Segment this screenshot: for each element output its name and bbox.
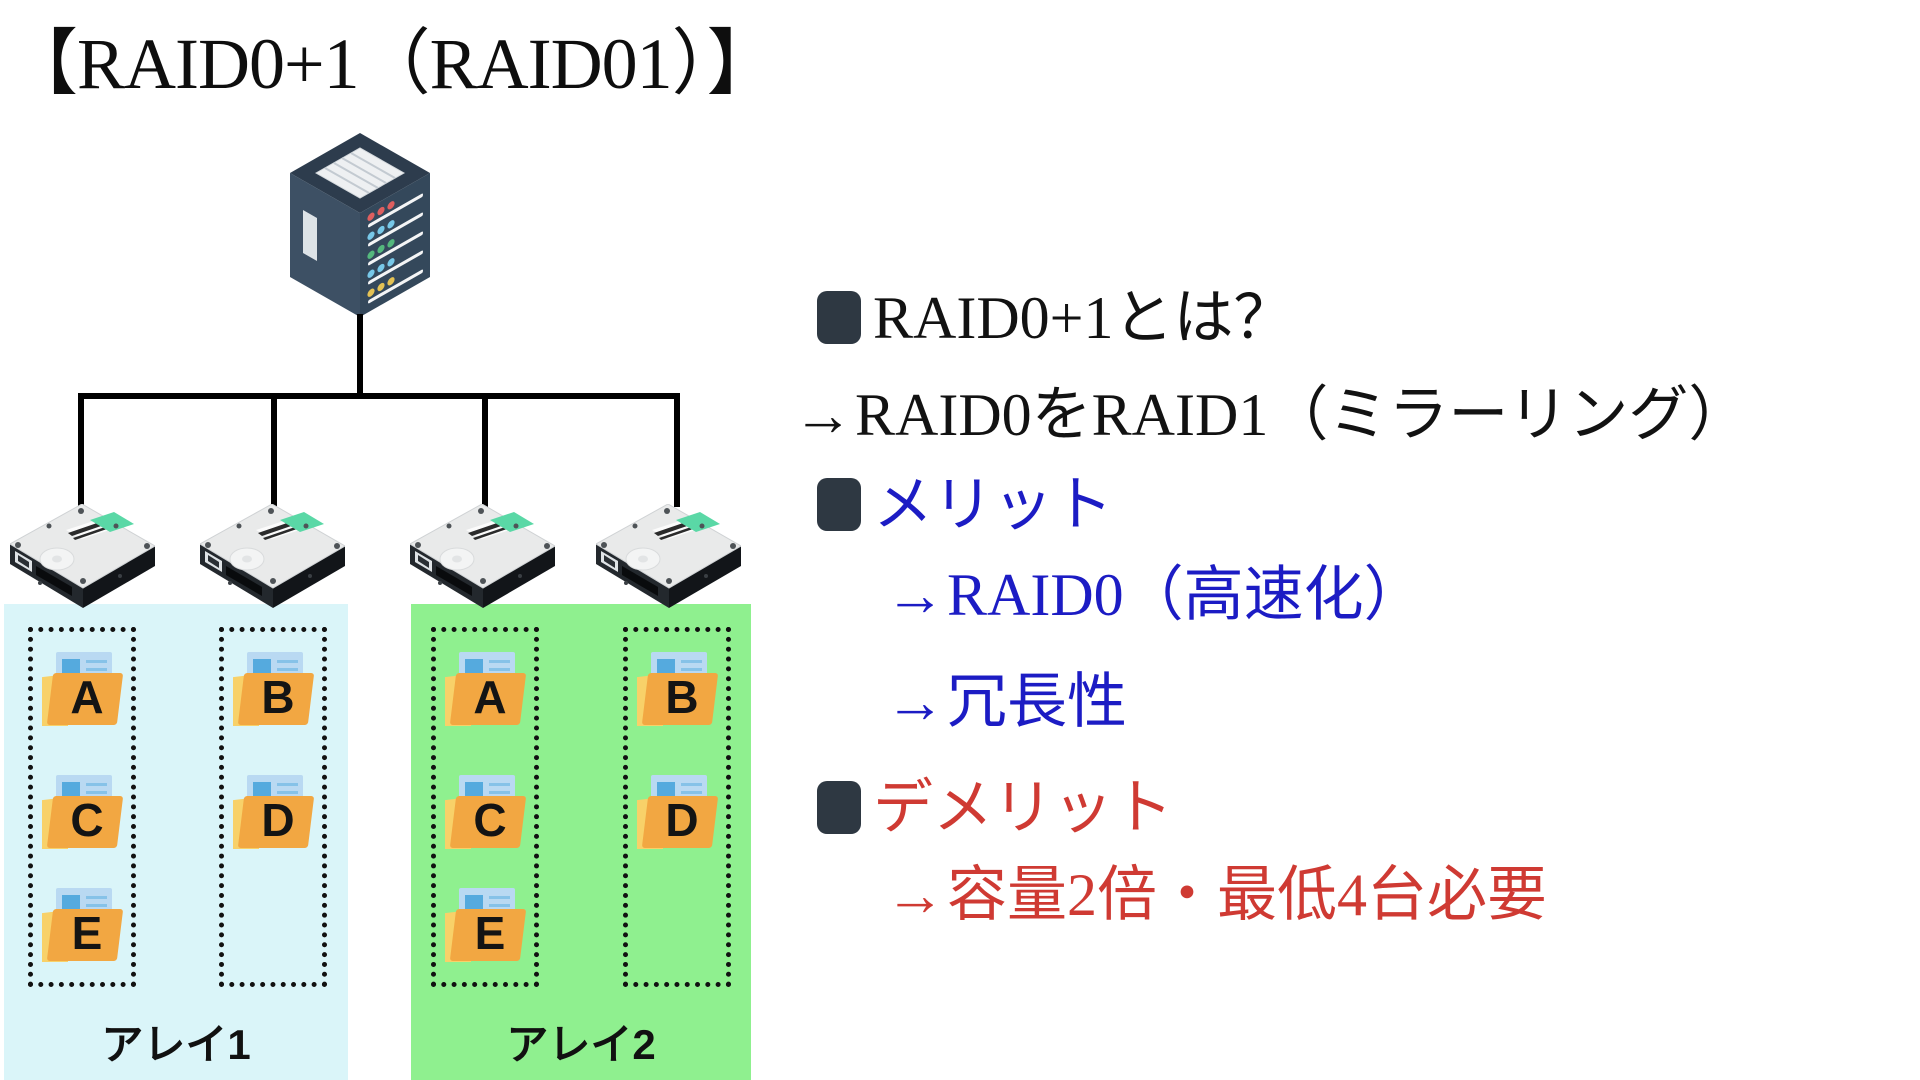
hdd-icon xyxy=(410,504,555,608)
folder-icon: A xyxy=(445,652,527,726)
folder-letter: E xyxy=(71,907,103,959)
folder-icon: B xyxy=(233,652,315,726)
folder-icon: E xyxy=(445,888,527,962)
folder-letter: A xyxy=(473,671,507,723)
tree-line-drop xyxy=(482,397,488,507)
tree-line-stem xyxy=(357,314,363,397)
array2-stripe-box-2: B D xyxy=(623,627,731,987)
tree-line-drop xyxy=(674,397,680,507)
bullet-square-icon xyxy=(817,291,861,344)
tree-line-drop xyxy=(78,397,84,507)
tree-line-drop xyxy=(271,397,277,507)
server-icon xyxy=(290,133,430,317)
note-what-is: RAID0+1とは？ xyxy=(817,283,1294,353)
bullet-square-icon xyxy=(817,781,861,834)
folder-letter: B xyxy=(665,671,699,723)
folder-icon: D xyxy=(233,775,315,849)
folder-icon: E xyxy=(42,888,124,962)
arrow-glyph: → xyxy=(793,382,853,448)
note-merit-heading: メリット xyxy=(817,470,1113,540)
folder-letter: A xyxy=(70,671,104,723)
folder-letter: D xyxy=(261,794,295,846)
array1-stripe-box-1: A C E xyxy=(28,627,136,987)
hdd-icon xyxy=(10,504,155,608)
folder-icon: A xyxy=(42,652,124,726)
folder-icon: D xyxy=(637,775,719,849)
bullet-square-icon xyxy=(817,478,861,531)
arrow-glyph: → xyxy=(885,669,945,735)
array1-label: アレイ1 xyxy=(101,1021,251,1068)
array1-stripe-box-2: B D xyxy=(219,627,327,987)
arrow-glyph: → xyxy=(885,562,945,628)
array2-label: アレイ2 xyxy=(506,1021,656,1068)
note-definition: →RAID0をRAID1（ミラーリング） xyxy=(793,382,1749,448)
folder-icon: C xyxy=(445,775,527,849)
arrow-glyph: → xyxy=(885,862,945,928)
array2-stripe-box-1: A C E xyxy=(431,627,539,987)
folder-letter: C xyxy=(473,794,507,846)
note-merit-1: →RAID0（高速化） xyxy=(885,562,1424,628)
folder-letter: C xyxy=(70,794,104,846)
folder-icon: B xyxy=(637,652,719,726)
page-title: 【RAID0+1（RAID01）】 xyxy=(6,24,779,104)
folder-letter: D xyxy=(665,794,699,846)
hdd-icon xyxy=(200,504,345,608)
note-merit-2: →冗長性 xyxy=(885,669,1127,735)
tree-line-horizontal xyxy=(78,393,680,399)
hdd-icon xyxy=(596,504,741,608)
note-demerit-1: →容量2倍・最低4台必要 xyxy=(885,862,1547,928)
note-demerit-heading: デメリット xyxy=(817,773,1173,843)
folder-icon: C xyxy=(42,775,124,849)
folder-letter: E xyxy=(474,907,506,959)
folder-letter: B xyxy=(261,671,295,723)
